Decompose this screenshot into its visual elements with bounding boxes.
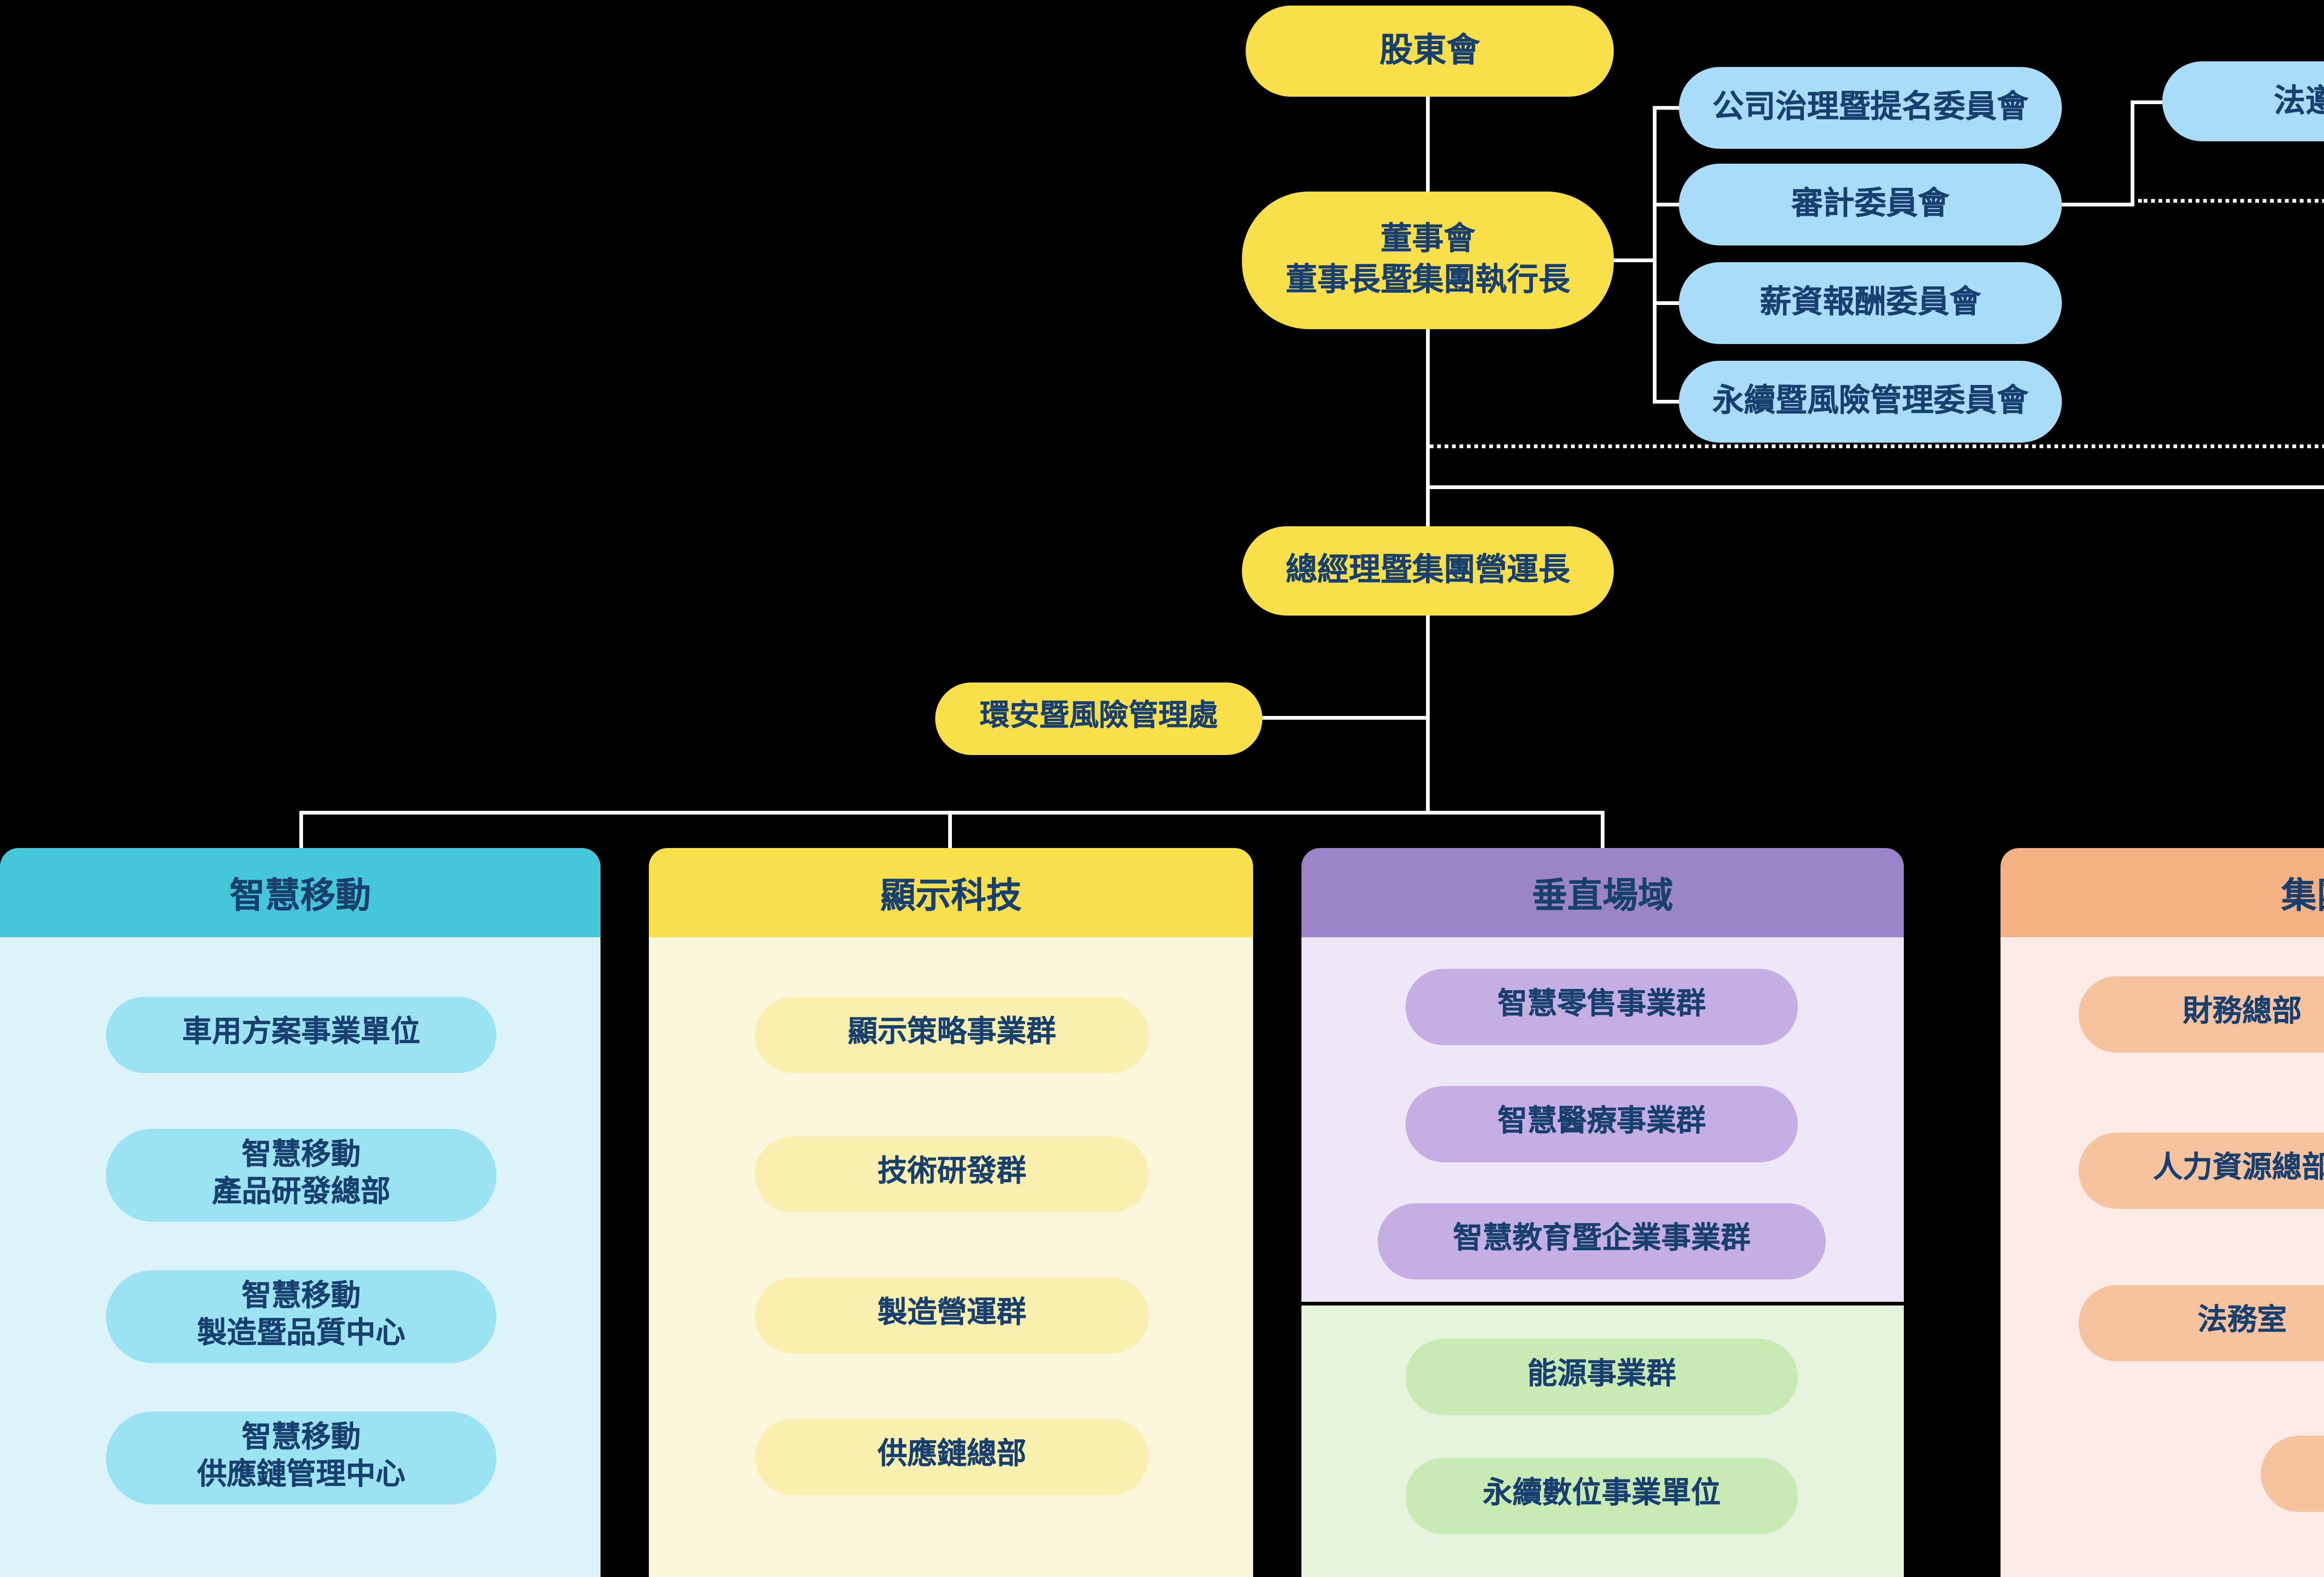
node-committee-governance-nomination: 公司治理暨提名委員會	[1679, 67, 2062, 149]
group-header-group-support: 集團營運支援單位	[2000, 848, 2324, 937]
dotted-compliance-to-spine	[1430, 444, 2324, 448]
connector-shareholders-board	[1426, 97, 1430, 195]
node-committee-sustainability-risk: 永續暨風險管理委員會	[1679, 361, 2062, 443]
node-smart-medical-bg: 智慧醫療事業群	[1406, 1086, 1798, 1162]
node-supply-chain-hq: 供應鏈總部	[755, 1419, 1149, 1495]
connector-distribution	[299, 811, 1604, 815]
connector-coo-columns	[1426, 616, 1430, 815]
node-automotive-solutions-bu: 車用方案事業單位	[106, 997, 496, 1073]
connector-board-bracket	[1614, 258, 1655, 262]
node-hr-hq: 人力資源總部	[2079, 1133, 2324, 1209]
connector-ehs	[1262, 716, 1428, 720]
node-audit-office: 稽核管理處	[2261, 1436, 2324, 1512]
node-sm-supply-chain-center: 智慧移動 供應鏈管理中心	[106, 1411, 496, 1504]
node-energy-bg: 能源事業群	[1406, 1339, 1798, 1415]
node-finance-hq: 財務總部	[2079, 976, 2324, 1053]
connector-stub-committee-3	[1653, 301, 1681, 305]
node-sm-mfg-quality-center: 智慧移動 製造暨品質中心	[106, 1270, 496, 1363]
connector-stub-committee-4	[1653, 400, 1681, 404]
dotted-audit-committee-right-edge	[2138, 199, 2324, 203]
connector-audit-right	[2062, 203, 2134, 206]
node-manufacturing-ops-group: 製造營運群	[755, 1278, 1149, 1354]
connector-stub-col3	[1601, 811, 1604, 848]
connector-stub-committee-1	[1653, 106, 1681, 110]
node-sm-product-rd-hq: 智慧移動 產品研發總部	[106, 1129, 496, 1222]
group-header-vertical-domains: 垂直場域	[1301, 848, 1904, 937]
node-ehs-risk-office: 環安暨風險管理處	[935, 682, 1262, 755]
node-tech-rd-group: 技術研發群	[755, 1136, 1149, 1213]
connector-compliance-left	[2131, 100, 2162, 104]
node-smart-retail-bg: 智慧零售事業群	[1406, 969, 1798, 1045]
connector-board-coo	[1426, 329, 1430, 530]
group-header-display-tech: 顯示科技	[649, 848, 1253, 937]
node-sustainable-digital-bu: 永續數位事業單位	[1406, 1458, 1798, 1534]
node-chief-compliance-advisor: 法遵總顧問	[2162, 61, 2324, 141]
group-header-smart-mobility: 智慧移動	[0, 848, 601, 937]
connector-branch-support	[1426, 485, 2324, 489]
node-legal-office: 法務室	[2079, 1285, 2324, 1361]
connector-audit-up	[2131, 100, 2134, 206]
node-display-strategy-bg: 顯示策略事業群	[755, 997, 1149, 1073]
node-committee-compensation: 薪資報酬委員會	[1679, 262, 2062, 344]
connector-stub-col2	[948, 811, 952, 848]
connector-stub-col1	[299, 811, 303, 848]
node-president-coo: 總經理暨集團營運長	[1242, 526, 1614, 616]
node-smart-education-enterprise-bg: 智慧教育暨企業事業群	[1378, 1203, 1826, 1279]
node-shareholders: 股東會	[1246, 6, 1614, 97]
connector-bracket-vertical	[1653, 106, 1657, 404]
node-board: 董事會 董事長暨集團執行長	[1242, 192, 1614, 329]
connector-stub-committee-2	[1653, 203, 1681, 206]
node-committee-audit: 審計委員會	[1679, 164, 2062, 245]
